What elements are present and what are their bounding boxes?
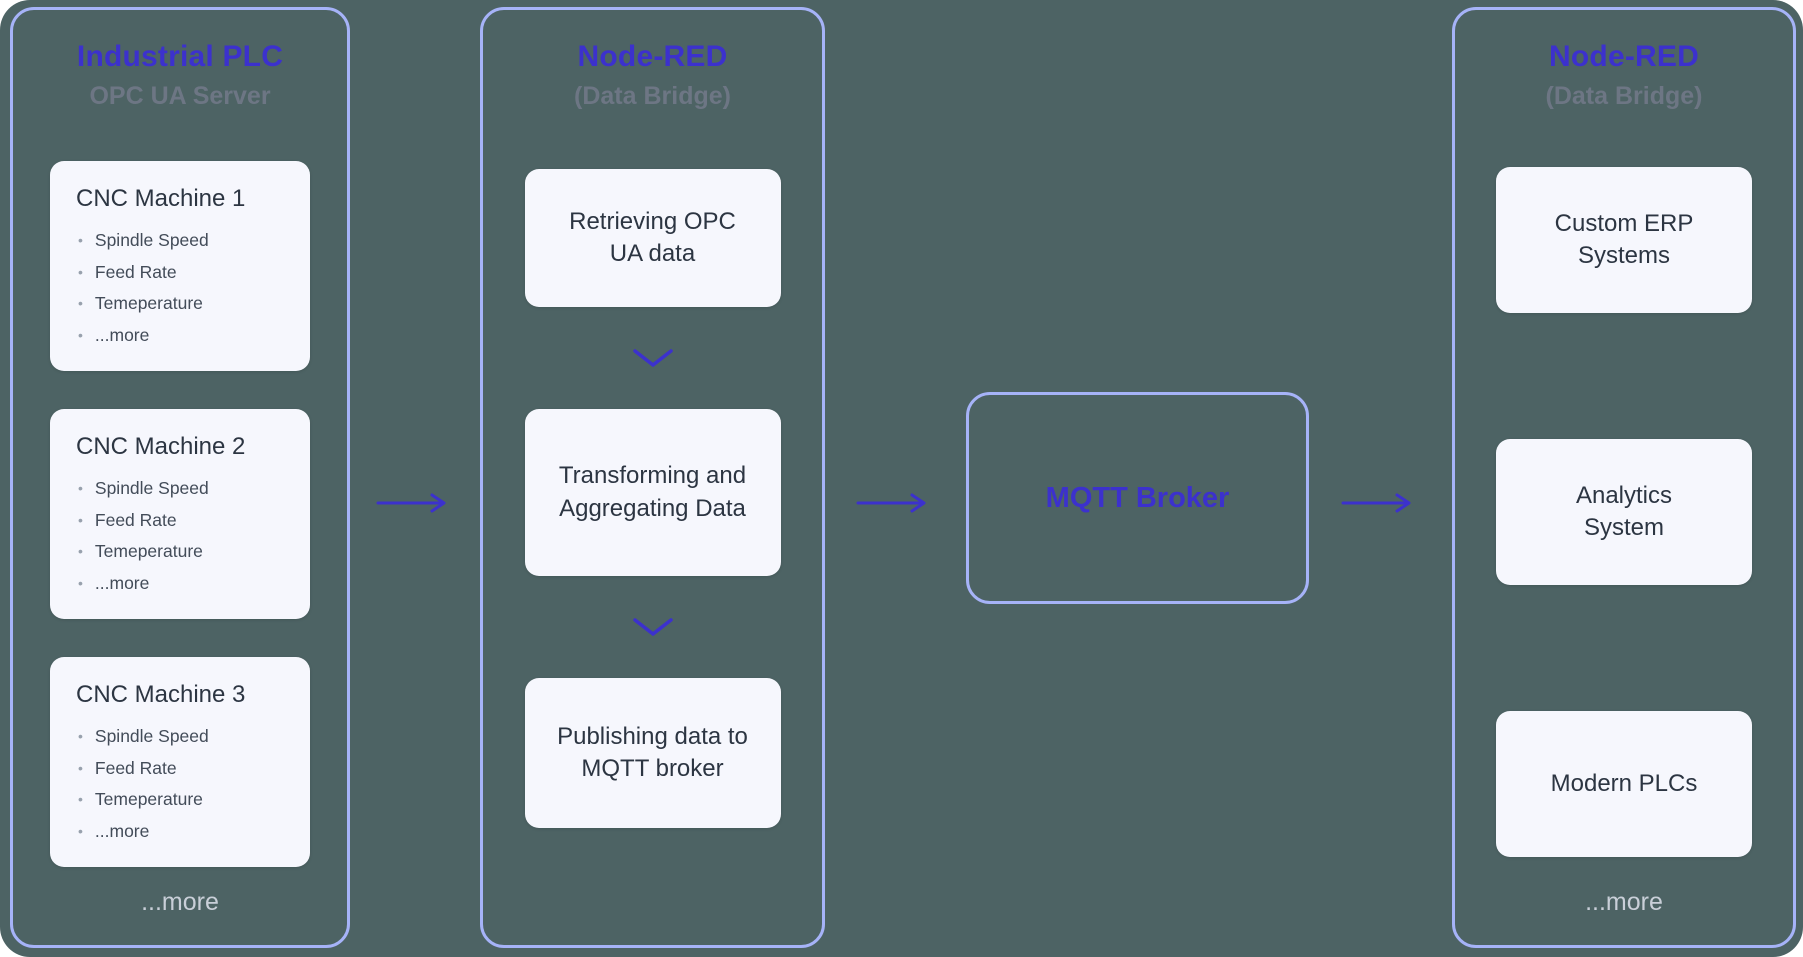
mqtt-broker-node: MQTT Broker bbox=[966, 392, 1309, 604]
consumer-card-list: Custom ERP Systems Analytics System Mode… bbox=[1496, 167, 1752, 857]
machine-card-title: CNC Machine 3 bbox=[76, 681, 246, 708]
panel-subtitle: OPC UA Server bbox=[89, 82, 271, 110]
bullet-icon: • bbox=[78, 791, 83, 808]
chevron-down-icon bbox=[631, 616, 675, 638]
machine-card-title: CNC Machine 1 bbox=[76, 185, 246, 212]
machine-data-item: •Feed Rate bbox=[78, 505, 284, 537]
cnc-machine-3-card: CNC Machine 3 •Spindle Speed •Feed Rate … bbox=[50, 657, 310, 867]
industrial-plc-header: Industrial PLC OPC UA Server bbox=[77, 10, 283, 111]
industrial-plc-panel: Industrial PLC OPC UA Server CNC Machine… bbox=[10, 7, 350, 948]
panel-subtitle: (Data Bridge) bbox=[1545, 82, 1703, 110]
bullet-icon: • bbox=[78, 759, 83, 776]
node-red-bridge-header: Node-RED (Data Bridge) bbox=[574, 10, 731, 111]
bullet-icon: • bbox=[78, 511, 83, 528]
bridge-steps: Retrieving OPC UA data Transforming and … bbox=[524, 169, 781, 828]
machine-data-item: •Temeperature bbox=[78, 784, 284, 816]
analytics-system-card: Analytics System bbox=[1496, 439, 1752, 585]
cnc-machine-2-card: CNC Machine 2 •Spindle Speed •Feed Rate … bbox=[50, 409, 310, 619]
node-red-bridge-panel: Node-RED (Data Bridge) Retrieving OPC UA… bbox=[480, 7, 825, 948]
machine-card-list: CNC Machine 1 •Spindle Speed •Feed Rate … bbox=[50, 161, 310, 867]
machine-data-list: •Spindle Speed •Feed Rate •Temeperature … bbox=[76, 225, 284, 351]
machine-data-item: •Feed Rate bbox=[78, 257, 284, 289]
machine-data-list: •Spindle Speed •Feed Rate •Temeperature … bbox=[76, 721, 284, 847]
machine-data-item: •...more bbox=[78, 568, 284, 600]
mqtt-broker-label: MQTT Broker bbox=[1045, 481, 1230, 514]
chevron-down-icon bbox=[631, 347, 675, 369]
machine-data-list: •Spindle Speed •Feed Rate •Temeperature … bbox=[76, 473, 284, 599]
panel-title: Node-RED bbox=[1549, 40, 1699, 73]
bullet-icon: • bbox=[78, 232, 83, 249]
bullet-icon: • bbox=[78, 728, 83, 745]
modern-plcs-card: Modern PLCs bbox=[1496, 711, 1752, 857]
node-red-consumers-panel: Node-RED (Data Bridge) Custom ERP System… bbox=[1452, 7, 1796, 948]
panel-subtitle: (Data Bridge) bbox=[574, 82, 731, 110]
cnc-machine-1-card: CNC Machine 1 •Spindle Speed •Feed Rate … bbox=[50, 161, 310, 371]
node-red-consumers-header: Node-RED (Data Bridge) bbox=[1546, 10, 1703, 111]
arrow-right-icon bbox=[856, 492, 934, 514]
bullet-icon: • bbox=[78, 326, 83, 343]
machine-data-item: •Spindle Speed bbox=[78, 225, 284, 257]
step-transforming-card: Transforming and Aggregating Data bbox=[524, 409, 781, 576]
bullet-icon: • bbox=[78, 822, 83, 839]
machine-card-title: CNC Machine 2 bbox=[76, 433, 246, 460]
more-indicator: ...more bbox=[141, 888, 219, 916]
bullet-icon: • bbox=[78, 574, 83, 591]
machine-data-item: •Temeperature bbox=[78, 536, 284, 568]
panel-title: Industrial PLC bbox=[76, 40, 284, 73]
machine-data-item: •Temeperature bbox=[78, 288, 284, 320]
more-indicator: ...more bbox=[1585, 888, 1663, 916]
bullet-icon: • bbox=[78, 543, 83, 560]
custom-erp-card: Custom ERP Systems bbox=[1496, 167, 1752, 313]
bullet-icon: • bbox=[78, 263, 83, 280]
machine-data-item: •Spindle Speed bbox=[78, 473, 284, 505]
machine-data-item: •...more bbox=[78, 320, 284, 352]
machine-data-item: •Spindle Speed bbox=[78, 721, 284, 753]
step-publishing-card: Publishing data to MQTT broker bbox=[524, 678, 781, 828]
bullet-icon: • bbox=[78, 295, 83, 312]
bullet-icon: • bbox=[78, 480, 83, 497]
panel-title: Node-RED bbox=[577, 40, 728, 73]
arrow-right-icon bbox=[376, 492, 454, 514]
arrow-right-icon bbox=[1341, 492, 1419, 514]
machine-data-item: •...more bbox=[78, 816, 284, 848]
step-retrieving-card: Retrieving OPC UA data bbox=[524, 169, 781, 307]
machine-data-item: •Feed Rate bbox=[78, 753, 284, 785]
